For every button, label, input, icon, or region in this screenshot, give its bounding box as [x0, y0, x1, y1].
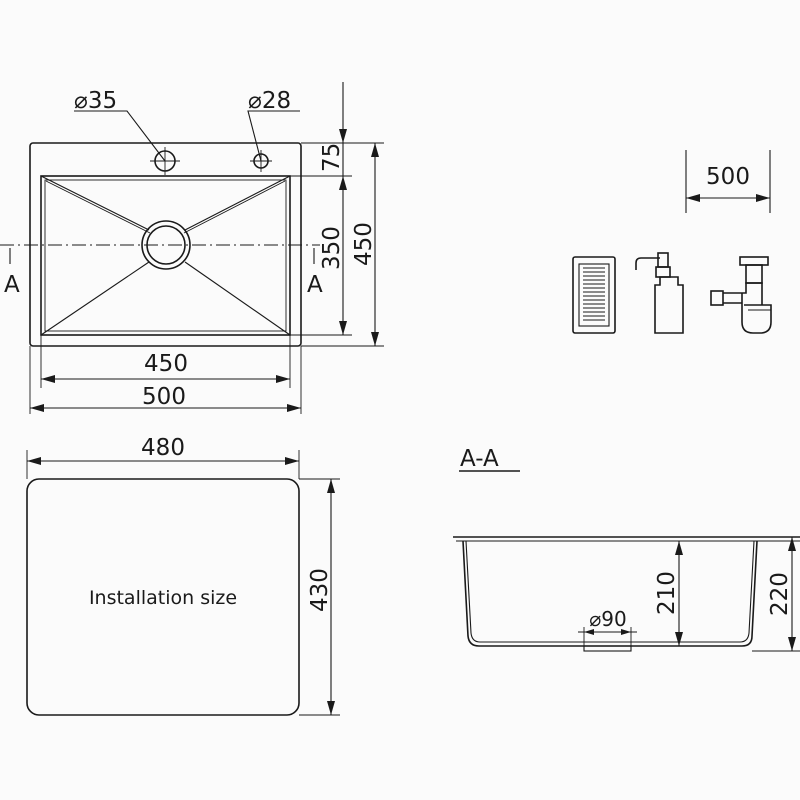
depth-callout: 500	[685, 150, 771, 213]
dim-450-bottom: 450	[144, 351, 188, 377]
dim-480: 480	[141, 435, 185, 461]
bowl-inner-outline	[44, 179, 287, 332]
drain-label: ⌀90	[589, 607, 627, 631]
depth-value: 500	[706, 164, 750, 190]
siphon-icon	[710, 256, 772, 334]
dim-75: 75	[319, 143, 345, 172]
leader-28	[247, 110, 300, 162]
install-view: 480 430 Installation size	[26, 435, 340, 716]
section-mark-left: A	[4, 272, 20, 298]
dim-500-bottom: 500	[142, 384, 186, 410]
dim-450-right: 450	[351, 222, 377, 266]
soap-dispenser-icon	[635, 252, 684, 334]
drain-outer	[141, 220, 191, 270]
dim-220: 220	[767, 572, 793, 616]
hole-small-label: ⌀28	[248, 88, 291, 114]
section-mark-right: A	[307, 272, 323, 298]
drain-basket-icon	[572, 256, 616, 334]
bowl-outline	[40, 175, 291, 336]
install-label: Installation size	[89, 587, 237, 609]
dim-210: 210	[654, 571, 680, 615]
hole-large-label: ⌀35	[74, 88, 117, 114]
top-view: A A ⌀35 ⌀28 75 350 450	[0, 82, 384, 414]
section-title: A-A	[460, 446, 499, 472]
drain-section	[583, 645, 632, 652]
dim-350: 350	[319, 226, 345, 270]
dim-430: 430	[307, 568, 333, 612]
install-outline	[26, 478, 300, 716]
section-view: A-A ⌀90 210 220	[453, 446, 800, 652]
leader-35	[74, 110, 166, 162]
